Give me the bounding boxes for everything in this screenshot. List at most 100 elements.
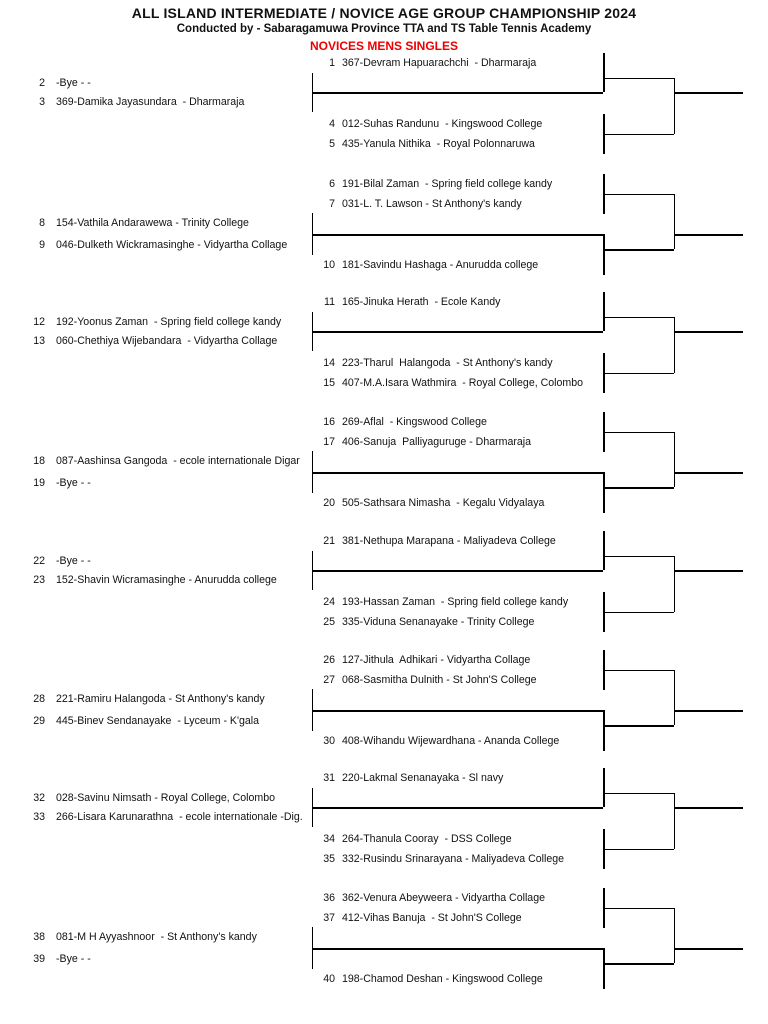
- entry-label: 369-Damika Jayasundara - Dharmaraja: [56, 96, 245, 108]
- bracket-line: [311, 472, 603, 474]
- entry-label: 198-Chamod Deshan - Kingswood College: [342, 972, 543, 985]
- entry-label: 269-Aflal - Kingswood College: [342, 416, 487, 428]
- entry-number: 17: [323, 435, 335, 448]
- bracket-line: [603, 710, 605, 751]
- entry-label: 127-Jithula Adhikari - Vidyartha Collage: [342, 654, 531, 666]
- bracket-line: [603, 948, 605, 989]
- entry-number: 8: [39, 217, 45, 229]
- bracket-line: [603, 792, 674, 795]
- bracket-line: [603, 555, 674, 558]
- bracket-line: [603, 611, 674, 614]
- entry-number: 2: [39, 76, 45, 89]
- bracket-line: [673, 193, 675, 250]
- entry-number: 12: [33, 315, 45, 328]
- bracket-line: [603, 472, 605, 513]
- entry-number: 24: [323, 596, 335, 608]
- bracket-line: [603, 292, 605, 332]
- bracket-line: [603, 848, 674, 851]
- bracket-line: [673, 331, 743, 333]
- bracket-line: [603, 53, 605, 93]
- entry-number: 37: [323, 911, 335, 924]
- entry-number: 34: [323, 833, 335, 845]
- bracket-line: [603, 531, 605, 571]
- entry-label: 028-Savinu Nimsath - Royal College, Colo…: [56, 791, 276, 804]
- bracket-line: [603, 234, 605, 275]
- entry-label: 081-M H Ayyashnoor - St Anthony's kandy: [56, 931, 257, 943]
- bracket-line: [311, 570, 603, 572]
- bracket-line: [603, 669, 674, 672]
- entry-label: 223-Tharul Halangoda - St Anthony's kand…: [342, 357, 553, 369]
- entry-number: 7: [329, 197, 335, 210]
- entry-label: 152-Shavin Wicramasinghe - Anurudda coll…: [56, 574, 277, 586]
- bracket-line: [673, 92, 743, 94]
- entry-number: 9: [39, 239, 45, 251]
- entry-number: 21: [323, 535, 335, 547]
- entry-number: 27: [323, 673, 335, 686]
- entry-number: 26: [323, 654, 335, 666]
- entry-label: 332-Rusindu Srinarayana - Maliyadeva Col…: [342, 852, 565, 865]
- entry-label: 367-Devram Hapuarachchi - Dharmaraja: [342, 57, 537, 69]
- entry-number: 31: [323, 772, 335, 784]
- bracket-line: [311, 710, 603, 712]
- entry-label: 445-Binev Sendanayake - Lyceum - K'gala: [56, 715, 260, 727]
- entry-number: 14: [323, 357, 335, 369]
- bracket-line: [311, 948, 603, 950]
- entry-label: 266-Lisara Karunarathna - ecole internat…: [56, 811, 303, 823]
- entry-number: 16: [323, 416, 335, 428]
- bracket-line: [673, 807, 743, 809]
- bracket-line: [603, 431, 674, 434]
- bracket-line: [311, 92, 603, 94]
- bracket-line: [673, 316, 675, 373]
- event-title: NOVICES MENS SINGLES: [309, 39, 459, 53]
- entry-number: 28: [33, 693, 45, 705]
- entry-number: 15: [323, 376, 335, 389]
- entry-label: 381-Nethupa Marapana - Maliyadeva Colleg…: [342, 535, 556, 547]
- bracket-line: [673, 948, 743, 950]
- bracket-line: [311, 331, 603, 333]
- entry-number: 13: [33, 335, 45, 347]
- entry-label: -Bye - -: [56, 554, 91, 567]
- bracket-line: [673, 555, 675, 612]
- entry-label: 412-Vihas Banuja - St John'S College: [342, 911, 522, 924]
- entry-label: 408-Wihandu Wijewardhana - Ananda Colleg…: [342, 734, 560, 747]
- entry-number: 36: [323, 892, 335, 904]
- entry-label: 192-Yoonus Zaman - Spring field college …: [56, 315, 282, 328]
- entry-label: 221-Ramiru Halangoda - St Anthony's kand…: [56, 693, 265, 705]
- entry-number: 6: [329, 178, 335, 190]
- entry-number: 22: [33, 554, 45, 567]
- bracket-line: [603, 133, 674, 136]
- page-title: ALL ISLAND INTERMEDIATE / NOVICE AGE GRO…: [131, 5, 637, 21]
- bracket-line: [603, 372, 674, 375]
- entry-label: 505-Sathsara Nimasha - Kegalu Vidyalaya: [342, 496, 545, 509]
- bracket-line: [673, 431, 675, 488]
- entry-label: 165-Jinuka Herath - Ecole Kandy: [342, 296, 501, 308]
- entry-label: 046-Dulketh Wickramasinghe - Vidyartha C…: [56, 239, 288, 251]
- entry-label: 264-Thanula Cooray - DSS College: [342, 833, 512, 845]
- entry-number: 18: [33, 455, 45, 467]
- bracket-line: [673, 792, 675, 849]
- entry-number: 30: [323, 734, 335, 747]
- entry-label: 435-Yanula Nithika - Royal Polonnaruwa: [342, 137, 535, 150]
- entry-number: 5: [329, 137, 335, 150]
- page-subtitle: Conducted by - Sabaragamuwa Province TTA…: [176, 23, 592, 35]
- entry-label: 031-L. T. Lawson - St Anthony's kandy: [342, 197, 522, 210]
- entry-number: 32: [33, 791, 45, 804]
- bracket-line: [311, 234, 603, 236]
- entry-label: 012-Suhas Randunu - Kingswood College: [342, 118, 543, 130]
- bracket-line: [603, 487, 674, 489]
- entry-number: 20: [323, 496, 335, 509]
- entry-number: 39: [33, 953, 45, 965]
- bracket-line: [673, 234, 743, 236]
- bracket-line: [603, 963, 674, 965]
- entry-number: 25: [323, 615, 335, 628]
- entry-label: 220-Lakmal Senanayaka - Sl navy: [342, 772, 504, 784]
- entry-number: 11: [324, 296, 335, 308]
- entry-number: 29: [33, 715, 45, 727]
- entry-number: 19: [33, 477, 45, 489]
- entry-number: 35: [323, 852, 335, 865]
- bracket-line: [673, 472, 743, 474]
- entry-label: -Bye - -: [56, 953, 91, 965]
- bracket-line: [603, 77, 674, 80]
- entry-label: 181-Savindu Hashaga - Anurudda college: [342, 258, 539, 271]
